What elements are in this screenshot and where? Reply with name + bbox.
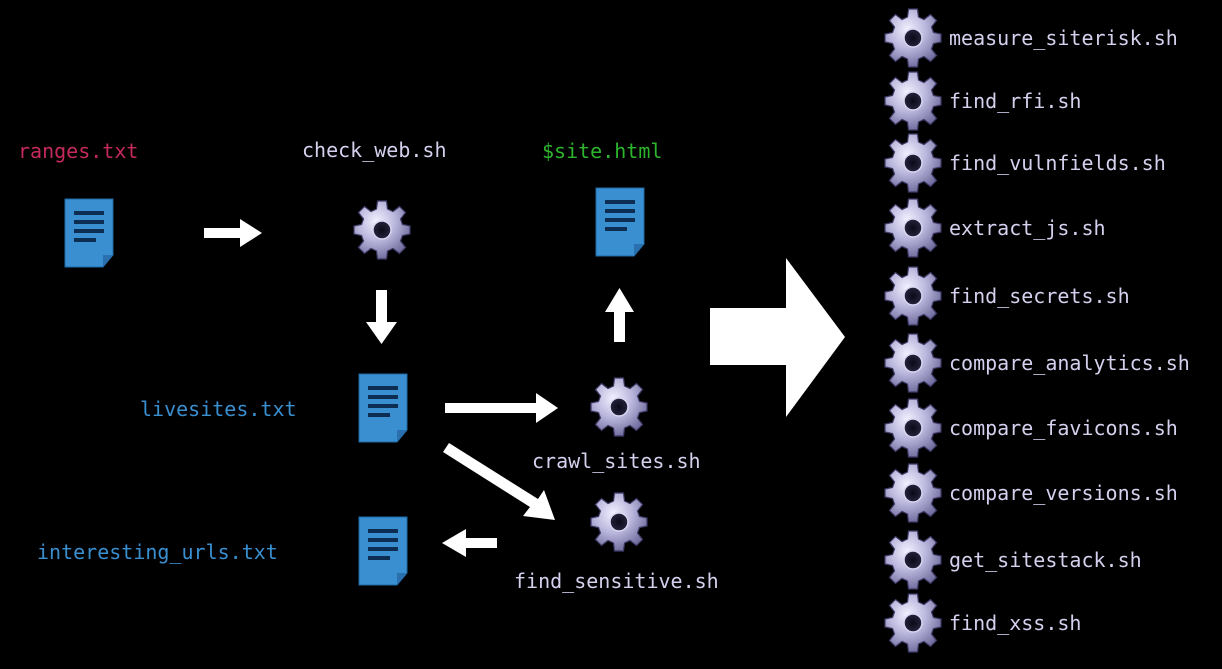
livesites-document-icon xyxy=(358,373,408,443)
script-gear-icon xyxy=(884,333,942,393)
big-arrow-to-scripts xyxy=(710,258,845,417)
check-web-gear-icon xyxy=(353,200,411,260)
script-label: get_sitestack.sh xyxy=(949,548,1142,572)
script-gear-icon xyxy=(884,398,942,458)
script-gear-icon xyxy=(884,593,942,653)
script-label: compare_versions.sh xyxy=(949,481,1178,505)
script-gear-icon xyxy=(884,8,942,68)
script-label: find_vulnfields.sh xyxy=(949,151,1166,175)
find-sensitive-gear-icon xyxy=(590,492,648,552)
interesting-urls-document-icon xyxy=(358,516,408,586)
script-gear-icon xyxy=(884,266,942,326)
arrow-livesites-to-crawl-sites xyxy=(445,393,558,423)
check-web-label: check_web.sh xyxy=(302,138,447,162)
ranges-document-icon xyxy=(64,198,114,268)
script-gear-icons xyxy=(884,8,942,653)
livesites-label: livesites.txt xyxy=(140,397,297,421)
script-gear-icon xyxy=(884,463,942,523)
ranges-label: ranges.txt xyxy=(18,139,139,163)
crawl-sites-label: crawl_sites.sh xyxy=(532,449,701,473)
arrow-livesites-to-find-sensitive xyxy=(443,443,555,520)
script-label: compare_favicons.sh xyxy=(949,416,1178,440)
interesting-urls-label: interesting_urls.txt xyxy=(37,540,278,564)
script-gear-icon xyxy=(884,71,942,131)
arrow-check-web-to-livesites xyxy=(366,290,397,344)
arrow-ranges-to-check-web xyxy=(204,219,262,247)
site-html-document-icon xyxy=(595,187,645,257)
script-gear-icon xyxy=(884,530,942,590)
crawl-sites-gear-icon xyxy=(590,377,648,437)
script-label: find_rfi.sh xyxy=(949,89,1082,113)
script-label: extract_js.sh xyxy=(949,216,1106,240)
script-label: compare_analytics.sh xyxy=(949,351,1190,375)
arrow-find-sensitive-to-interesting-urls xyxy=(442,529,497,557)
script-label: find_secrets.sh xyxy=(949,284,1130,308)
script-gear-icon xyxy=(884,133,942,193)
arrow-crawl-sites-to-site-html xyxy=(605,288,634,342)
site-html-label: $site.html xyxy=(542,139,663,163)
script-label: measure_siterisk.sh xyxy=(949,26,1178,50)
script-gear-icon xyxy=(884,198,942,258)
script-label: find_xss.sh xyxy=(949,611,1082,635)
find-sensitive-label: find_sensitive.sh xyxy=(514,569,719,593)
